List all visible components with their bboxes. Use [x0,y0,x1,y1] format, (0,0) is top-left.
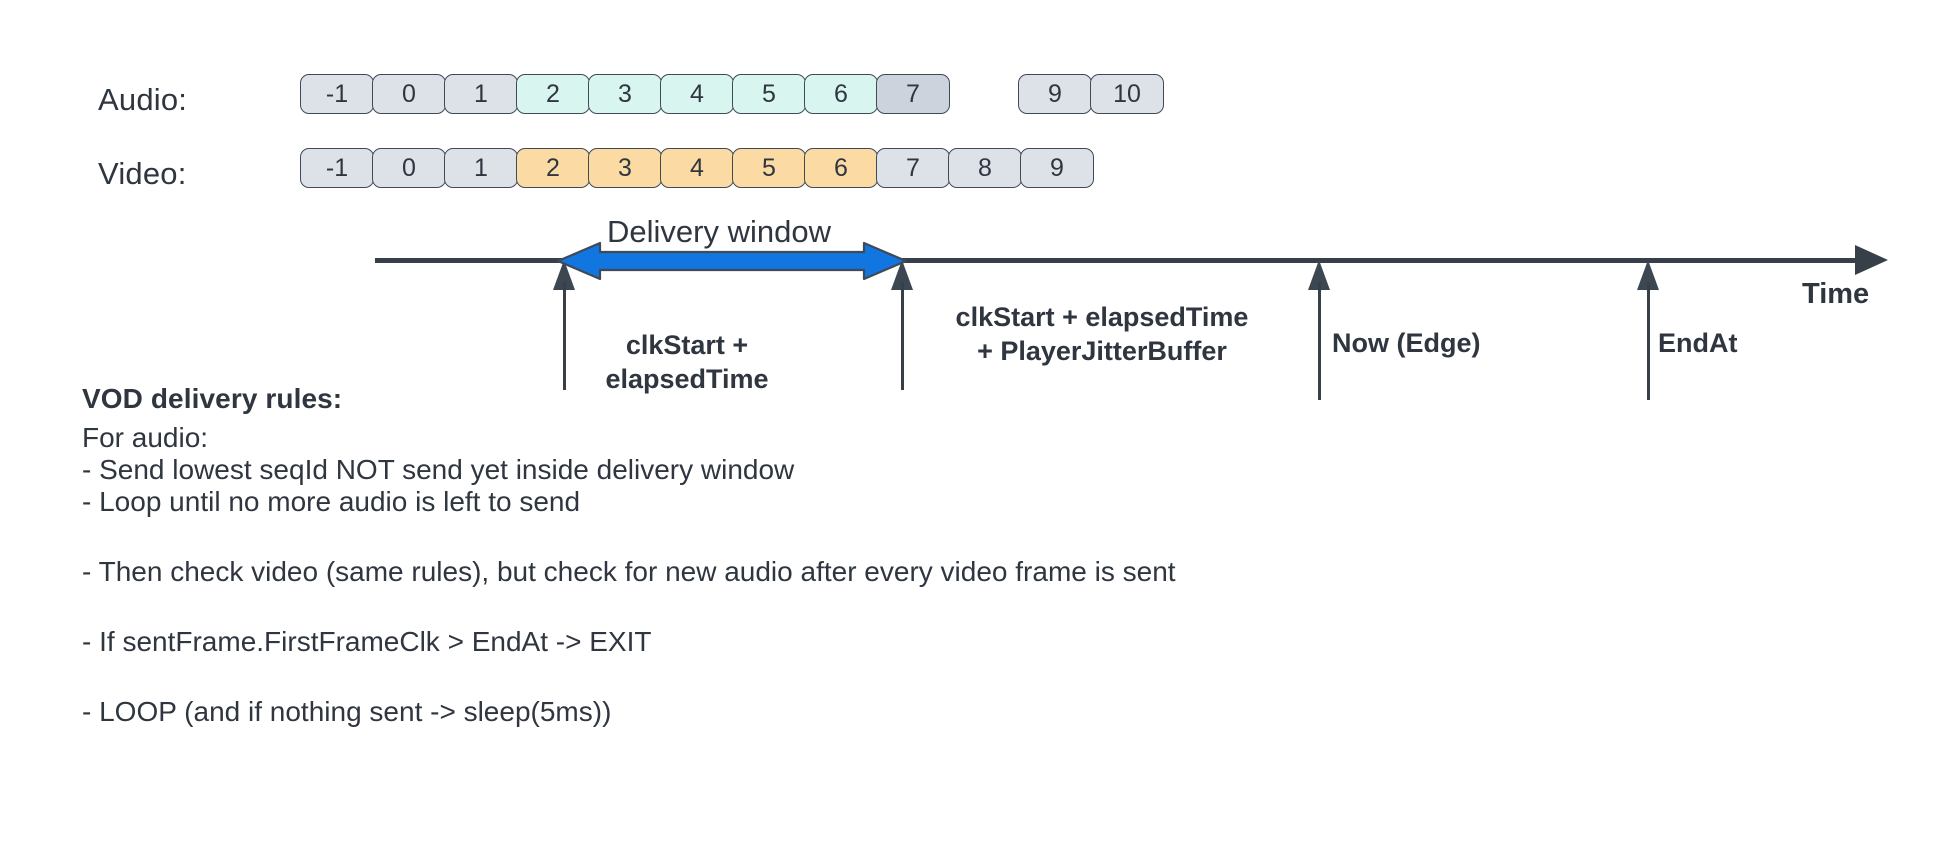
vod-rule-line: - LOOP (and if nothing sent -> sleep(5ms… [82,695,612,727]
marker-label-now-edge: Now (Edge) [1332,328,1481,358]
audio-row-label: Audio: [98,82,188,117]
sequence-cell: 2 [516,148,590,188]
marker-label-line-2: elapsedTime [605,364,769,395]
marker-label-endat: EndAt [1658,328,1738,358]
tick-stem [901,282,904,390]
sequence-cell: 3 [588,148,662,188]
timeline-arrowhead-icon [1855,245,1888,275]
vod-rules-block: VOD delivery rules: For audio:- Send low… [82,383,1532,727]
sequence-cell: 6 [804,74,878,114]
vod-rule-line: - If sentFrame.FirstFrameClk > EndAt -> … [82,625,652,657]
sequence-cell: -1 [300,148,374,188]
sequence-cell: 1 [444,148,518,188]
vod-rule-line: For audio: [82,422,209,453]
timeline-axis [375,258,1870,263]
delivery-window-arrow-icon [556,241,908,281]
tick-stem [1318,282,1321,400]
tick-stem [563,282,566,390]
sequence-cell: 10 [1090,74,1164,114]
sequence-cell: 3 [588,74,662,114]
sequence-cell: 4 [660,148,734,188]
marker-label-clkstart-elapsed: clkStart + elapsedTime [572,328,802,396]
tick-arrowhead-icon [1308,260,1330,290]
sequence-cell: 4 [660,74,734,114]
tick-marker-now-edge [1308,260,1330,400]
time-axis-label: Time [1802,278,1870,310]
vod-rule-line: - Loop until no more audio is left to se… [82,485,581,517]
sequence-cell: 9 [1020,148,1094,188]
marker-label-line-2: + PlayerJitterBuffer [977,336,1227,367]
sequence-cell: 9 [1018,74,1092,114]
tick-arrowhead-icon [1637,260,1659,290]
sequence-cell: 5 [732,148,806,188]
sequence-gap [948,74,1018,114]
vod-rules-title: VOD delivery rules: [82,383,343,414]
tick-arrowhead-icon [553,260,575,290]
tick-arrowhead-icon [891,260,913,290]
sequence-cell: 8 [948,148,1022,188]
vod-rule-line: - Then check video (same rules), but che… [82,555,1176,587]
marker-label-clkstart-jitter: clkStart + elapsedTime + PlayerJitterBuf… [912,300,1292,368]
tick-stem [1647,282,1650,400]
vod-rules-lines: For audio:- Send lowest seqId NOT send y… [82,422,1532,727]
sequence-cell: 5 [732,74,806,114]
sequence-cell: 6 [804,148,878,188]
sequence-cell: 1 [444,74,518,114]
marker-label-line-1: clkStart + elapsedTime [955,302,1249,332]
sequence-cell: 7 [876,74,950,114]
tick-marker-endat [1637,260,1659,400]
sequence-cell: 0 [372,74,446,114]
sequence-cell: 7 [876,148,950,188]
sequence-cell: 2 [516,74,590,114]
sequence-cell: 0 [372,148,446,188]
delivery-window-label: Delivery window [607,214,831,249]
marker-label-line-1: clkStart + [625,330,749,360]
tick-marker-clkstart-elapsed [553,260,575,390]
tick-marker-clkstart-jitter [891,260,913,390]
vod-rule-line: - Send lowest seqId NOT send yet inside … [82,453,795,485]
video-row-label: Video: [98,156,187,191]
sequence-cell: -1 [300,74,374,114]
